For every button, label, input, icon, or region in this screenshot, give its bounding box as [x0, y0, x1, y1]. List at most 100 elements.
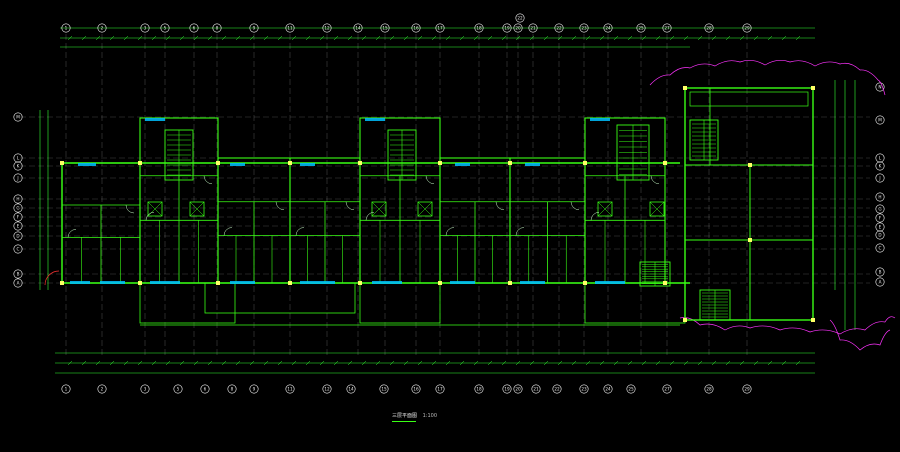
axis-bubble-bottom-label: 15 [381, 387, 387, 392]
axis-bubble-bottom [249, 384, 259, 394]
dimension-tick [249, 35, 255, 41]
drawing-title: 三层平面图 [392, 413, 418, 419]
axis-bubble-right-label: L [879, 156, 882, 161]
dimension-tick [193, 360, 199, 366]
dimension-tick [291, 360, 297, 366]
elevator-shaft [417, 201, 433, 217]
dimension-tick [473, 35, 479, 41]
axis-bubble-right-label: E [879, 225, 882, 230]
axis-bubble-top-label: 17 [437, 26, 443, 31]
axis-bubble-bottom [200, 384, 210, 394]
axis-bubble-top-label: 19 [504, 26, 510, 31]
dimension-tick [585, 360, 591, 366]
dimension-tick [501, 360, 507, 366]
window [230, 281, 255, 284]
window [70, 281, 90, 284]
elevator-shaft-cross [189, 201, 205, 217]
door-swing [445, 227, 455, 236]
dimension-tick [151, 35, 157, 41]
dimension-tick [291, 35, 297, 41]
dimension-tick [571, 360, 577, 366]
structural-column [583, 281, 587, 285]
axis-bubble-bottom [662, 384, 672, 394]
axis-bubble-bottom [97, 384, 107, 394]
dimension-tick [543, 360, 549, 366]
window [300, 163, 315, 166]
structural-column [508, 161, 512, 165]
dimension-tick [389, 35, 395, 41]
axis-bubble-bottom-label: 21 [533, 387, 539, 392]
balcony [359, 282, 441, 324]
axis-bubble-bottom [742, 384, 752, 394]
structural-column [811, 318, 815, 322]
dimension-tick [403, 360, 409, 366]
elevator-shaft [189, 201, 205, 217]
door-swing [203, 175, 213, 184]
dimension-tick [571, 35, 577, 41]
axis-bubble-bottom [322, 384, 332, 394]
dimension-tick [179, 35, 185, 41]
axis-bubble-left-label: E [17, 224, 20, 229]
dimension-tick [641, 35, 647, 41]
axis-bubble-right-label: K [879, 164, 882, 169]
window [230, 163, 245, 166]
door-swing [125, 204, 135, 214]
dimension-tick [767, 360, 773, 366]
axis-bubble-top-label: 28 [706, 26, 712, 31]
dimension-tick [207, 35, 213, 41]
dimension-tick [655, 360, 661, 366]
axis-bubble-center [515, 13, 525, 23]
axis-bubble-top [380, 23, 390, 33]
axis-bubble-left [13, 153, 23, 163]
axis-bubble-bottom-label: 6 [204, 387, 207, 392]
elevator-shaft [371, 201, 387, 217]
axis-bubble-top [502, 23, 512, 33]
dimension-tick [781, 35, 787, 41]
structural-column [138, 161, 142, 165]
axis-bubble-bottom [552, 384, 562, 394]
axis-bubble-right [875, 153, 885, 163]
dimension-tick [557, 360, 563, 366]
axis-bubble-top [411, 23, 421, 33]
axis-bubble-top [140, 23, 150, 33]
door-swing [67, 229, 77, 238]
window [365, 118, 385, 121]
axis-bubble-bottom [227, 384, 237, 394]
dimension-tick [473, 360, 479, 366]
axis-bubble-top [212, 23, 222, 33]
dimension-tick [95, 360, 101, 366]
window [145, 118, 165, 121]
dimension-tick [697, 360, 703, 366]
dimension-tick [319, 35, 325, 41]
axis-bubble-right [875, 222, 885, 232]
axis-bubble-bottom-label: 9 [253, 387, 256, 392]
axis-bubble-top [353, 23, 363, 33]
dimension-tick [697, 35, 703, 41]
axis-bubble-bottom-label: 27 [664, 387, 670, 392]
axis-bubble-bottom-label: 12 [324, 387, 330, 392]
dimension-tick [725, 360, 731, 366]
window [300, 281, 335, 284]
structural-column [358, 161, 362, 165]
door-swing [145, 212, 155, 221]
axis-bubble-bottom [603, 384, 613, 394]
axis-bubble-bottom-label: 2 [101, 387, 104, 392]
dimension-tick [459, 360, 465, 366]
dimension-tick [221, 35, 227, 41]
axis-bubble-bottom-label: 19 [504, 387, 510, 392]
dimension-tick [599, 360, 605, 366]
door-swing [365, 212, 375, 221]
dimension-tick [95, 35, 101, 41]
dimension-tick [431, 35, 437, 41]
axis-bubble-top-label: 27 [664, 26, 670, 31]
axis-bubble-right-label: A [879, 280, 882, 285]
axis-bubble-left-label: C [17, 247, 20, 252]
structural-column [748, 238, 752, 242]
dimension-tick [277, 360, 283, 366]
axis-bubble-bottom-label: 17 [437, 387, 443, 392]
structural-column [583, 161, 587, 165]
axis-bubble-bottom [513, 384, 523, 394]
axis-bubble-right-label: J [878, 176, 880, 181]
